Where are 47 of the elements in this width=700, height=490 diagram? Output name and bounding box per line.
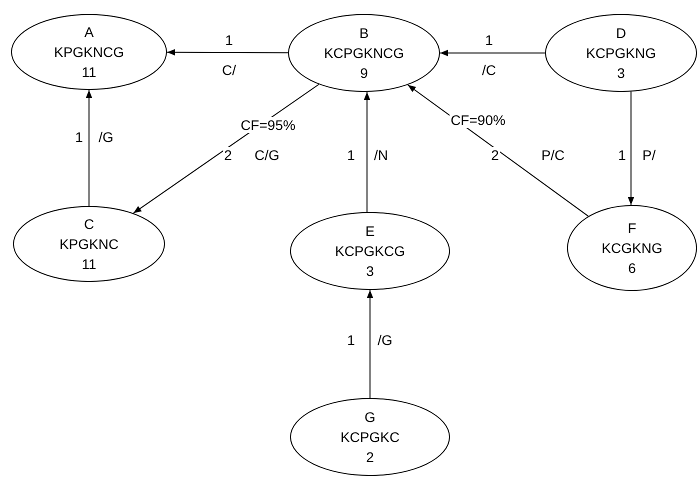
node-label: KCPGKNG	[586, 44, 656, 62]
node-value: 3	[617, 64, 625, 82]
node-label: KCPGKNCG	[324, 44, 404, 62]
node-label: KCGKNG	[602, 240, 662, 256]
edge-annotation: /N	[373, 147, 389, 163]
edge-label: 1	[346, 332, 356, 348]
node-value: 6	[628, 260, 636, 276]
edge-label: 2	[223, 147, 233, 163]
edge-label: 1	[617, 147, 627, 163]
edge-annotation: CF=95%	[240, 117, 296, 133]
arrow	[166, 49, 288, 56]
node-letter: B	[359, 24, 369, 42]
edge-annotation: /G	[98, 129, 114, 145]
node-value: 11	[82, 256, 96, 272]
arrow	[132, 84, 320, 214]
edge-label: 1	[484, 32, 494, 48]
arrow	[407, 84, 589, 217]
node-letter: F	[628, 220, 636, 236]
node-value: 9	[360, 64, 368, 82]
node-value: 11	[82, 64, 96, 80]
node-label: KPGKNCG	[54, 44, 124, 60]
edge-annotation: /C	[481, 62, 497, 78]
node-label: KCPGKCG	[334, 242, 405, 260]
edge-annotation: C/G	[254, 147, 280, 163]
node-letter: A	[84, 24, 94, 40]
edge-annotation: P/	[641, 147, 657, 163]
edge-annotation: /G	[376, 332, 394, 348]
edge-label: 2	[490, 147, 500, 163]
node-letter: C	[84, 216, 94, 232]
edge-annotation: CF=90%	[450, 112, 506, 128]
arrow	[364, 91, 370, 213]
node-letter: G	[364, 408, 376, 426]
node-letter: D	[616, 24, 626, 42]
node-value: 3	[366, 262, 374, 280]
node-value: 2	[366, 448, 374, 466]
edge-annotation: C/	[221, 62, 237, 78]
arrow	[628, 91, 634, 206]
edge-label: 1	[74, 129, 84, 145]
edge-annotation: P/C	[540, 147, 566, 163]
node-letter: E	[365, 222, 375, 240]
node-label: KCPGKC	[340, 428, 400, 446]
edge-label: 1	[224, 32, 234, 48]
node-label: KPGKNC	[59, 236, 119, 252]
arrow	[86, 90, 92, 206]
arrow	[366, 290, 374, 398]
edge-label: 1	[346, 147, 356, 163]
arrow	[440, 50, 546, 56]
